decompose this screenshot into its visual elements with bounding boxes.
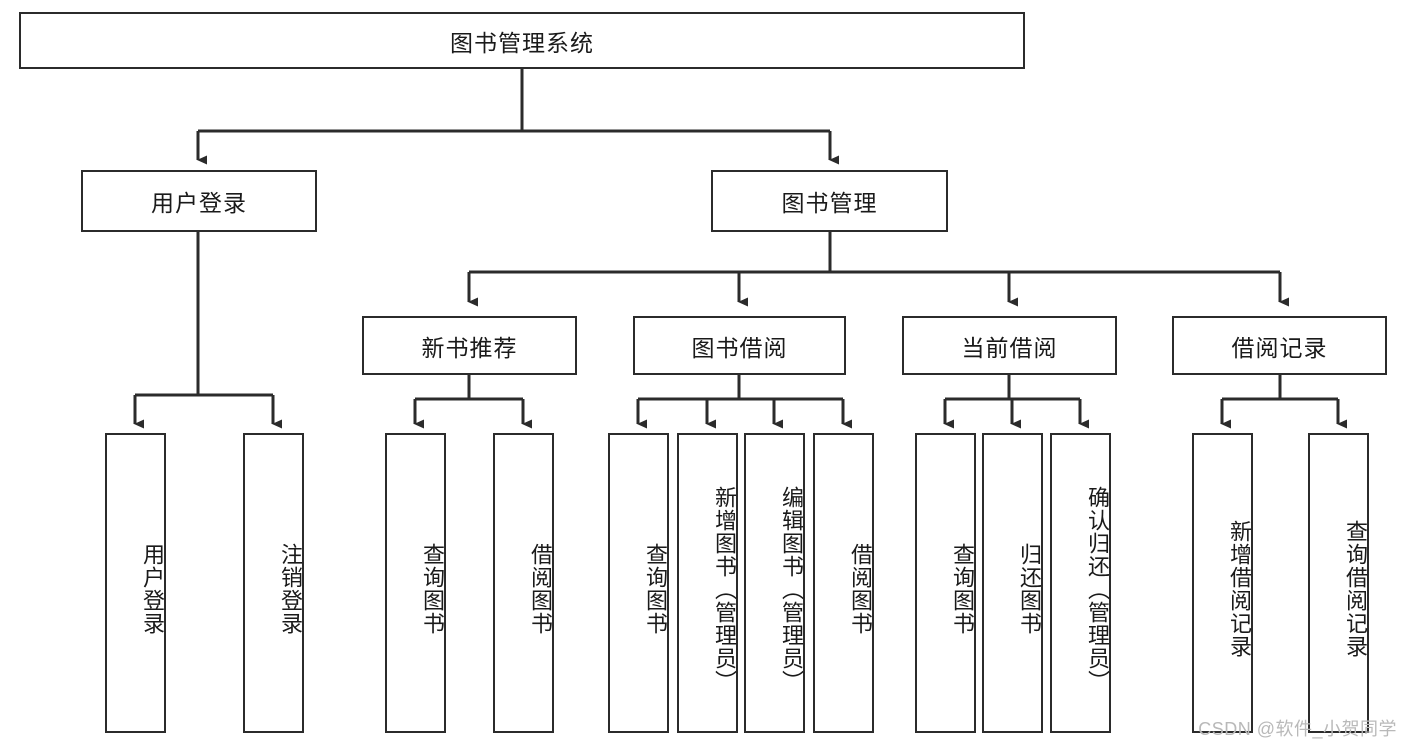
leaf-current-borrow-query-book[interactable]: 查询图书	[915, 433, 976, 733]
leaf-book-borrow-borrow-book[interactable]: 借阅图书	[813, 433, 874, 733]
leaf-borrow-record-query-record[interactable]: 查询借阅记录	[1308, 433, 1369, 733]
leaf-book-borrow-add-book-admin[interactable]: 新增图书（管理员）	[677, 433, 738, 733]
node-label: 借阅图书	[528, 543, 553, 635]
node-label: 查询图书	[643, 543, 668, 635]
node-label: 用户登录	[151, 190, 247, 216]
node-book-borrow[interactable]: 图书借阅	[633, 316, 846, 375]
node-label: 新增图书（管理员）	[712, 485, 737, 693]
node-label: 查询图书	[950, 543, 975, 635]
node-current-borrow[interactable]: 当前借阅	[902, 316, 1117, 375]
node-label: 查询借阅记录	[1343, 520, 1368, 658]
node-label: 新书推荐	[421, 334, 518, 361]
leaf-book-borrow-edit-book-admin[interactable]: 编辑图书（管理员）	[744, 433, 805, 733]
node-root-book-management-system[interactable]: 图书管理系统	[19, 12, 1025, 69]
node-label: 新增借阅记录	[1227, 520, 1252, 658]
node-label: 注销登录	[278, 543, 303, 635]
node-book-management[interactable]: 图书管理	[711, 170, 948, 232]
leaf-new-book-borrow-book[interactable]: 借阅图书	[493, 433, 554, 733]
node-label: 图书管理	[781, 190, 878, 216]
node-borrow-record[interactable]: 借阅记录	[1172, 316, 1387, 375]
leaf-user-login-login[interactable]: 用户登录	[105, 433, 166, 733]
node-label: 图书管理系统	[450, 29, 594, 56]
node-label: 借阅图书	[848, 543, 873, 635]
node-label: 归还图书	[1017, 543, 1042, 635]
leaf-book-borrow-query-book[interactable]: 查询图书	[608, 433, 669, 733]
node-label: 确认归还（管理员）	[1085, 485, 1110, 693]
node-label: 用户登录	[140, 543, 165, 635]
node-user-login[interactable]: 用户登录	[81, 170, 317, 232]
node-label: 当前借阅	[961, 334, 1058, 361]
leaf-current-borrow-confirm-return-admin[interactable]: 确认归还（管理员）	[1050, 433, 1111, 733]
node-label: 图书借阅	[691, 334, 788, 361]
leaf-current-borrow-return-book[interactable]: 归还图书	[982, 433, 1043, 733]
leaf-borrow-record-add-record[interactable]: 新增借阅记录	[1192, 433, 1253, 733]
watermark-text: CSDN @软件_小贺同学	[1198, 719, 1397, 739]
node-label: 借阅记录	[1231, 334, 1328, 361]
leaf-new-book-query-book[interactable]: 查询图书	[385, 433, 446, 733]
node-label: 查询图书	[420, 543, 445, 635]
leaf-user-login-logout[interactable]: 注销登录	[243, 433, 304, 733]
node-label: 编辑图书（管理员）	[779, 485, 804, 693]
node-new-book-recommend[interactable]: 新书推荐	[362, 316, 577, 375]
